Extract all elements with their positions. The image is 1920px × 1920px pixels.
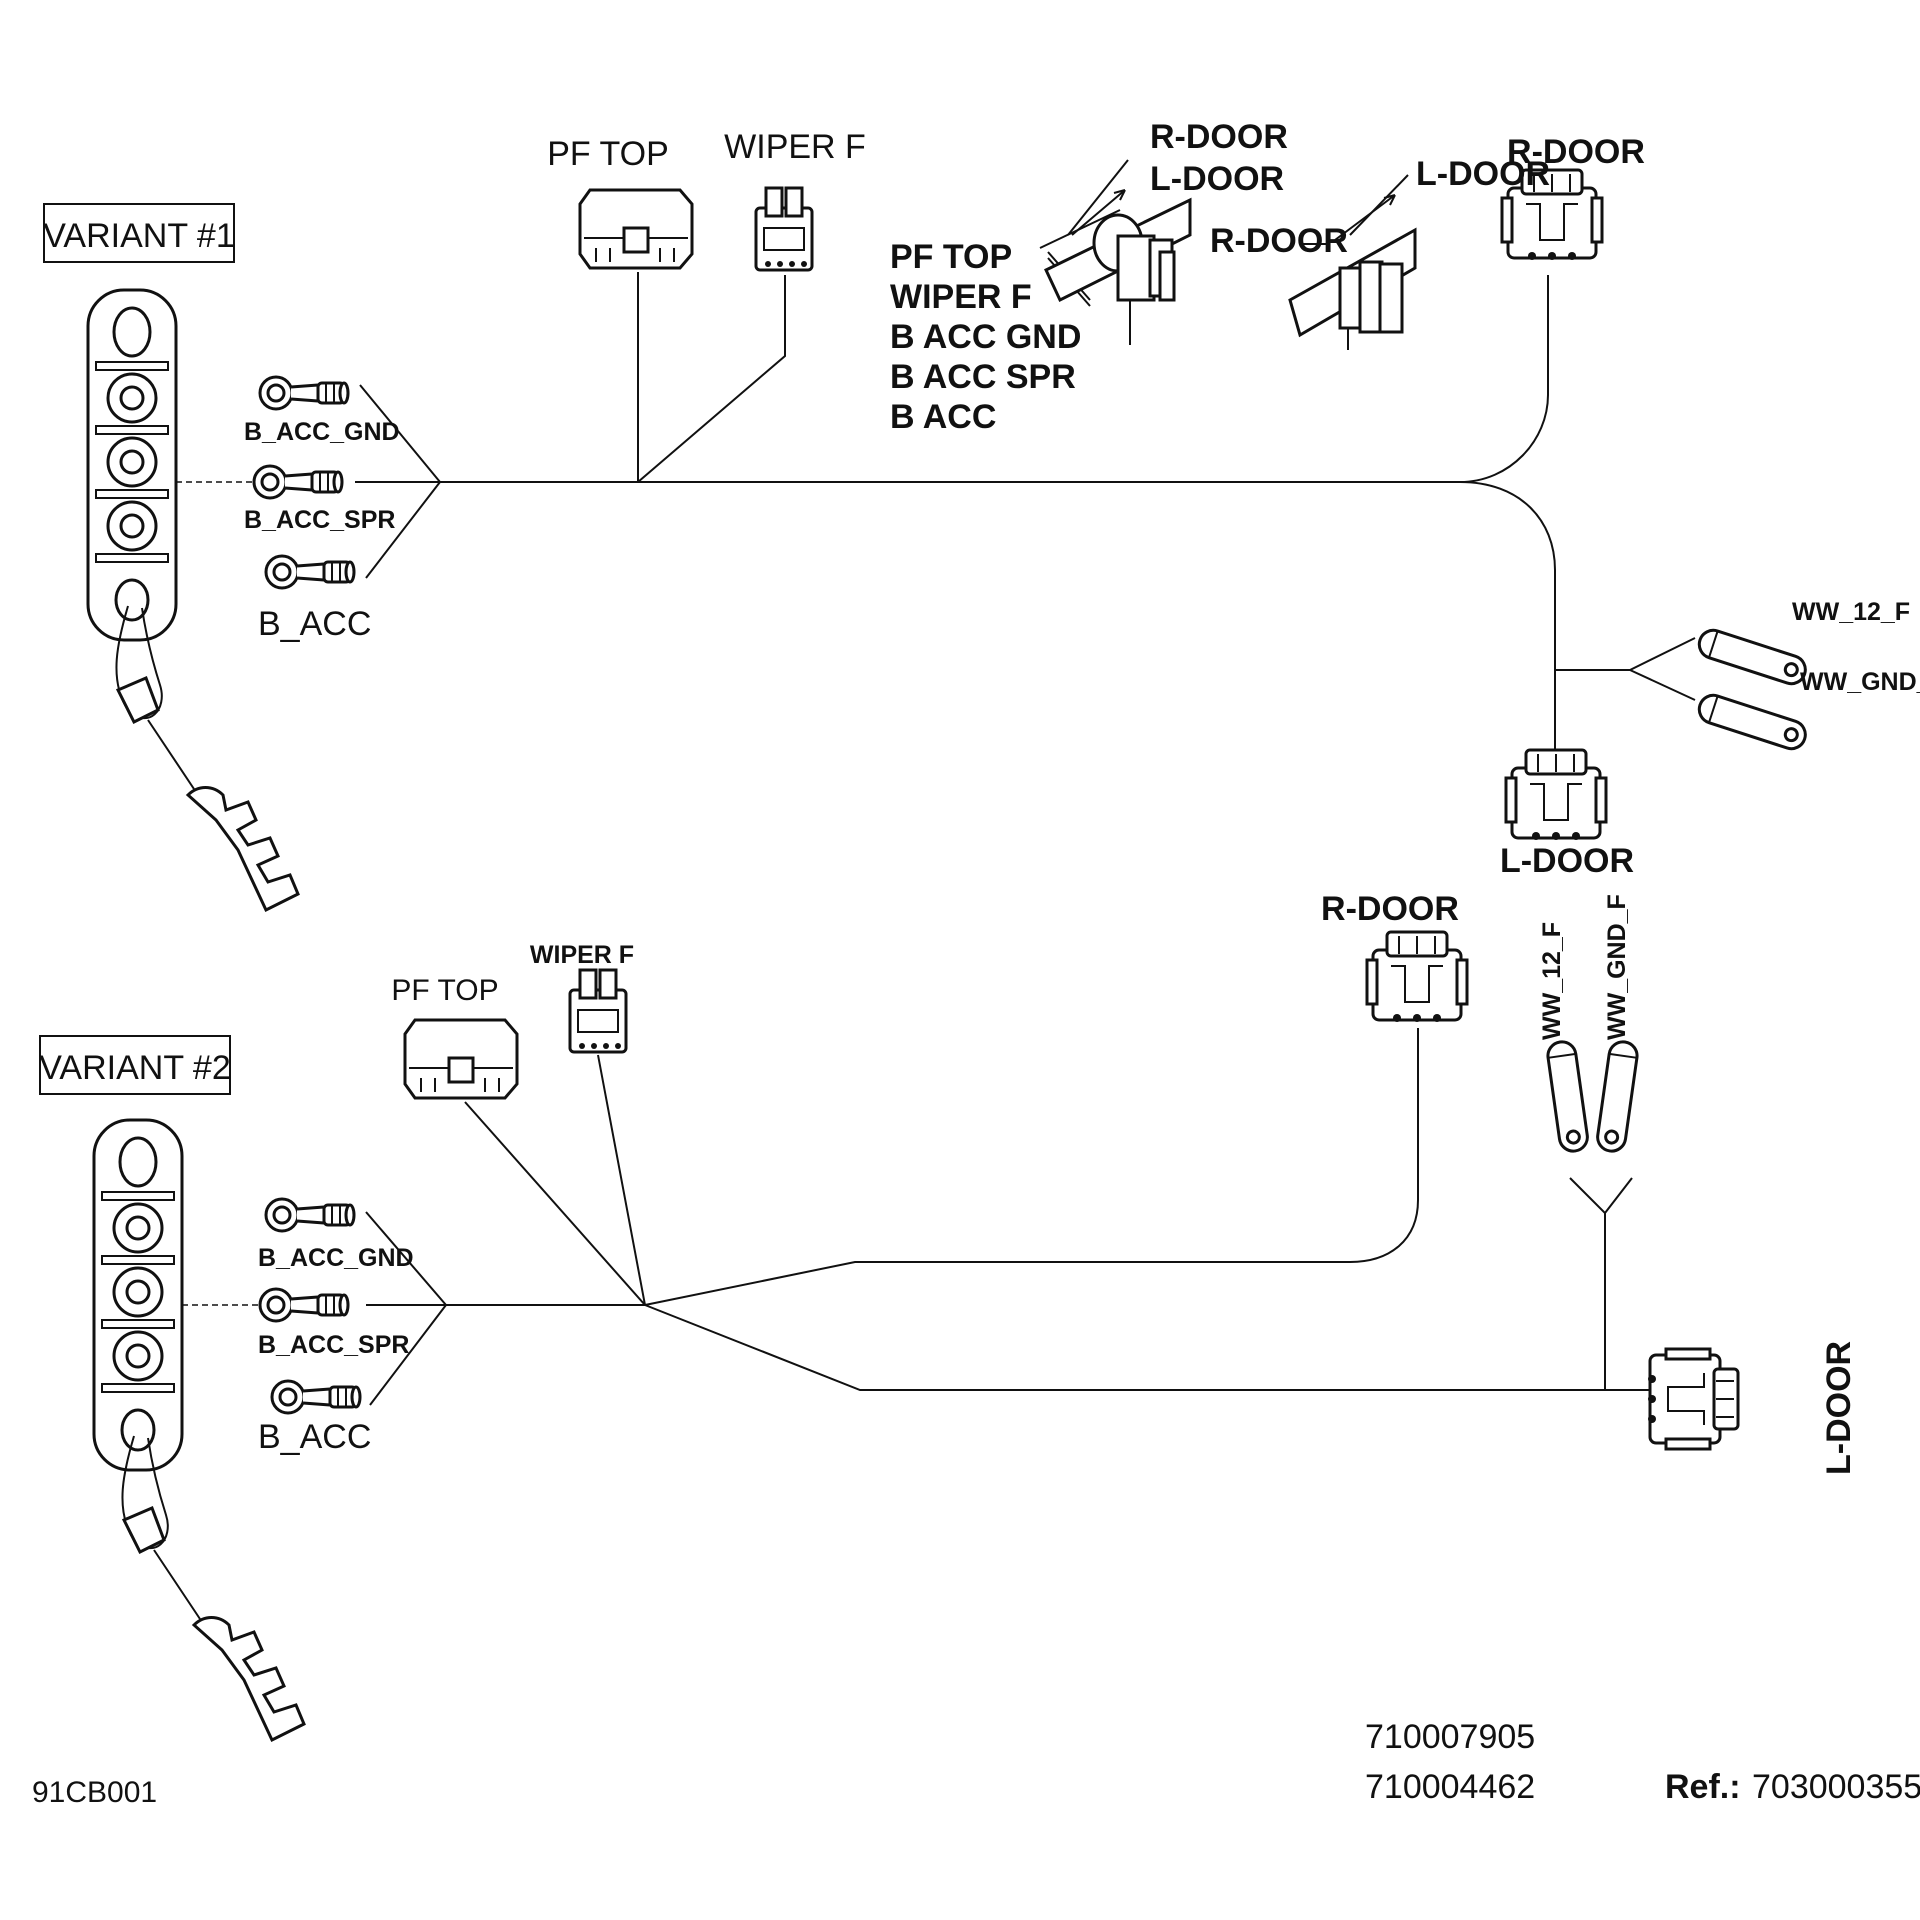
ww-gnd-f-label-1: WW_GND_F <box>1800 668 1920 696</box>
terminal-label-spr-1: B_ACC_SPR <box>244 506 395 534</box>
variant-2: VARIANT #2 B_ACC_GND B_ACC_SPR B_ACC PF … <box>39 890 1858 1742</box>
ring-terminal-acc-1 <box>264 554 356 590</box>
ww-12-f-label-2: WW_12_F <box>1538 922 1566 1040</box>
figure-code: 91CB001 <box>32 1776 157 1809</box>
l-door-connector-2 <box>1646 1347 1740 1451</box>
ring-terminal-acc-2 <box>270 1379 362 1415</box>
footer: 91CB001 710007905 710004462 Ref.: 703000… <box>32 1718 1920 1809</box>
detail-list-3: B ACC SPR <box>890 358 1076 396</box>
wiper-f-label-1: WIPER F <box>724 128 866 166</box>
ww-12-f-label-1: WW_12_F <box>1792 598 1910 626</box>
variant-2-label: VARIANT #2 <box>39 1049 230 1087</box>
variant-1-frame <box>43 203 235 263</box>
ref-number: 703000355 <box>1752 1768 1920 1806</box>
detail-clip-1 <box>1044 197 1192 345</box>
detail-views: R-DOOR L-DOOR PF TOP WIPER F B ACC GND B… <box>890 118 1550 436</box>
ww-gnd-f-pin-2 <box>1594 1038 1641 1155</box>
variant-1-label: VARIANT #1 <box>43 217 234 255</box>
detail-l-door-label: L-DOOR <box>1150 160 1284 198</box>
terminal-label-gnd-2: B_ACC_GND <box>258 1244 414 1272</box>
detail-clip-2 <box>1288 227 1417 350</box>
wiper-f-label-2: WIPER F <box>530 941 634 969</box>
detail-list-0: PF TOP <box>890 238 1012 276</box>
ww-gnd-f-pin-1 <box>1694 690 1811 754</box>
ring-terminal-spr-1 <box>252 464 344 500</box>
pf-top-connector-2 <box>403 1018 519 1100</box>
ring-terminal-spr-2 <box>258 1287 350 1323</box>
ref-label: Ref.: <box>1665 1768 1741 1806</box>
detail-list-4: B ACC <box>890 398 996 436</box>
detail-list-1: WIPER F <box>890 278 1032 316</box>
r-door-label-1: R-DOOR <box>1507 133 1645 171</box>
detail-r-door-label: R-DOOR <box>1150 118 1288 156</box>
ring-terminal-gnd-1 <box>258 375 350 411</box>
pf-top-connector-1 <box>578 188 694 270</box>
ww-gnd-f-label-2: WW_GND_F <box>1603 894 1631 1040</box>
variant-1: VARIANT #1 B_ACC_GND B_ACC_SPR B_ACC PF … <box>43 128 1920 912</box>
l-door-label-2: L-DOOR <box>1820 1341 1858 1475</box>
terminal-label-acc-1: B_ACC <box>258 605 371 643</box>
part-number-2: 710004462 <box>1365 1768 1535 1806</box>
detail-list-2: B ACC GND <box>890 318 1081 356</box>
wiper-f-connector-1 <box>754 186 814 272</box>
ww-12-f-pin-2 <box>1544 1038 1591 1155</box>
ww-12-f-pin-1 <box>1694 625 1811 689</box>
terminal-label-acc-2: B_ACC <box>258 1418 371 1456</box>
ring-terminal-gnd-2 <box>264 1197 356 1233</box>
r-door-label-2: R-DOOR <box>1321 890 1459 928</box>
terminal-label-gnd-1: B_ACC_GND <box>244 418 400 446</box>
pf-top-label-2: PF TOP <box>391 974 498 1007</box>
detail-r-door-label-2: R-DOOR <box>1210 222 1348 260</box>
terminal-label-spr-2: B_ACC_SPR <box>258 1331 409 1359</box>
detail-l-door-label-2: L-DOOR <box>1416 155 1550 193</box>
variant-2-frame <box>39 1035 231 1095</box>
part-number-1: 710007905 <box>1365 1718 1535 1756</box>
r-door-connector-2 <box>1365 930 1469 1024</box>
l-door-connector-1 <box>1504 748 1608 842</box>
pf-top-label-1: PF TOP <box>547 135 669 173</box>
wiper-f-connector-2 <box>568 968 628 1054</box>
l-door-label-1: L-DOOR <box>1500 842 1634 880</box>
